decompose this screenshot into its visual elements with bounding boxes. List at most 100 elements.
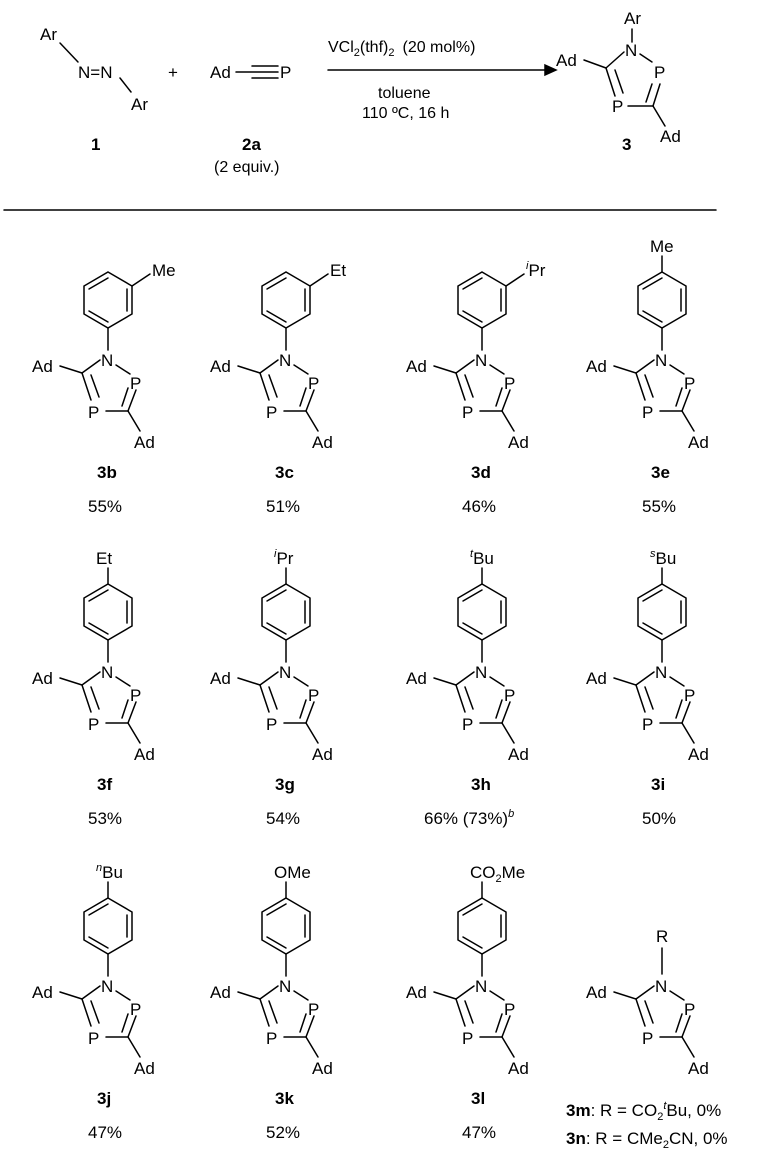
yield-label: 47% <box>88 1123 122 1142</box>
p-atom-left: P <box>462 715 473 734</box>
yield-label: 52% <box>266 1123 300 1142</box>
bond <box>614 69 624 94</box>
ad-label-left: Ad <box>210 669 231 688</box>
n-atom: N <box>475 663 487 682</box>
ad-label-right: Ad <box>508 433 529 452</box>
p-atom-left: P <box>266 1029 277 1048</box>
compound-label: 3k <box>275 1089 294 1108</box>
ar-bottom-label: Ar <box>131 95 148 114</box>
p-atom-left: P <box>642 715 653 734</box>
bond <box>583 59 607 69</box>
compound-label: 3h <box>471 775 491 794</box>
yield-label: 54% <box>266 809 300 828</box>
catalyst: VCl2(thf)2(20 mol%) <box>328 39 475 59</box>
compound-label: 3d <box>471 463 491 482</box>
substituent-label: iPr <box>526 260 546 280</box>
ad-label-left: Ad <box>32 669 53 688</box>
p-atom-right: P <box>130 1000 141 1019</box>
substituent-label: Me <box>152 261 176 280</box>
substituent-label: iPr <box>274 548 294 568</box>
ad-label-left: Ad <box>210 983 231 1002</box>
n-atom: N <box>101 351 113 370</box>
molecule-skeleton <box>237 271 319 432</box>
compound-label-1: 1 <box>91 135 100 154</box>
substituent-label: Et <box>330 261 346 280</box>
p-atom-left: P <box>612 97 623 116</box>
p-atom-left: P <box>266 715 277 734</box>
substituent-label: tBu <box>470 548 494 568</box>
r-label: R <box>656 927 668 946</box>
p-atom-right: P <box>130 686 141 705</box>
p-atom-right: P <box>130 374 141 393</box>
ar-top-label: Ar <box>40 25 57 44</box>
bond <box>652 83 661 107</box>
failed-entry-3n: 3n: R = CMe2CN, 0% <box>566 1129 728 1151</box>
p-atom-left: P <box>642 403 653 422</box>
p-atom-left: P <box>88 715 99 734</box>
compound-label: 3c <box>275 463 294 482</box>
molecule-skeleton <box>59 897 141 1058</box>
p-atom-left: P <box>462 1029 473 1048</box>
p-atom-right: P <box>308 1000 319 1019</box>
ad-label-left: Ad <box>586 983 607 1002</box>
p-atom-left: P <box>642 1029 653 1048</box>
ad-label-right: Ad <box>312 433 333 452</box>
compound-label-2a: 2a <box>242 135 261 154</box>
p-atom-right: P <box>504 1000 515 1019</box>
p-atom-left: P <box>266 403 277 422</box>
compound-label: 3j <box>97 1089 111 1108</box>
substituent-label: nBu <box>96 862 123 882</box>
yield-label: 46% <box>462 497 496 516</box>
ad-label-right: Ad <box>508 1059 529 1078</box>
reactant-azobenzene: Ar N=N Ar 1 <box>40 25 148 154</box>
p-atom-right: P <box>684 1000 695 1019</box>
molecule-skeleton <box>613 271 695 432</box>
substituent-label: sBu <box>650 548 676 568</box>
substituent-label: CO2Me <box>470 863 525 885</box>
compound-label: 3l <box>471 1089 485 1108</box>
molecule-skeleton <box>59 583 141 744</box>
compound-label-3: 3 <box>622 135 631 154</box>
molecule-skeleton <box>613 583 695 744</box>
yield-label: 55% <box>88 497 122 516</box>
substituent-label: OMe <box>274 863 311 882</box>
yield-label: 47% <box>462 1123 496 1142</box>
ad-label-right: Ad <box>508 745 529 764</box>
p-atom-left: P <box>88 403 99 422</box>
molecule-skeleton <box>433 271 515 432</box>
bond <box>639 53 653 63</box>
substituent-label: Me <box>650 237 674 256</box>
ad-label: Ad <box>210 63 231 82</box>
molecule-skeleton <box>237 897 319 1058</box>
ad-label-left: Ad <box>406 669 427 688</box>
ad-label-left: Ad <box>32 357 53 376</box>
n-atom: N <box>279 663 291 682</box>
yield-label: 53% <box>88 809 122 828</box>
n-atom: N <box>279 977 291 996</box>
molecule-skeleton <box>433 583 515 744</box>
n-atom: N <box>279 351 291 370</box>
p-atom-left: P <box>88 1029 99 1048</box>
ad-label-right: Ad <box>134 745 155 764</box>
substituent-label: Et <box>96 549 112 568</box>
p-atom-right: P <box>684 374 695 393</box>
yield-label: 51% <box>266 497 300 516</box>
ad-label-right: Ad <box>688 745 709 764</box>
ad-label-right: Ad <box>312 1059 333 1078</box>
solvent: toluene <box>378 85 431 102</box>
ad-label-left: Ad <box>586 357 607 376</box>
n-atom: N <box>625 41 637 60</box>
ad-label-left: Ad <box>586 669 607 688</box>
ad-label-right: Ad <box>312 745 333 764</box>
yield-label: 66% (73%)b <box>424 808 514 828</box>
